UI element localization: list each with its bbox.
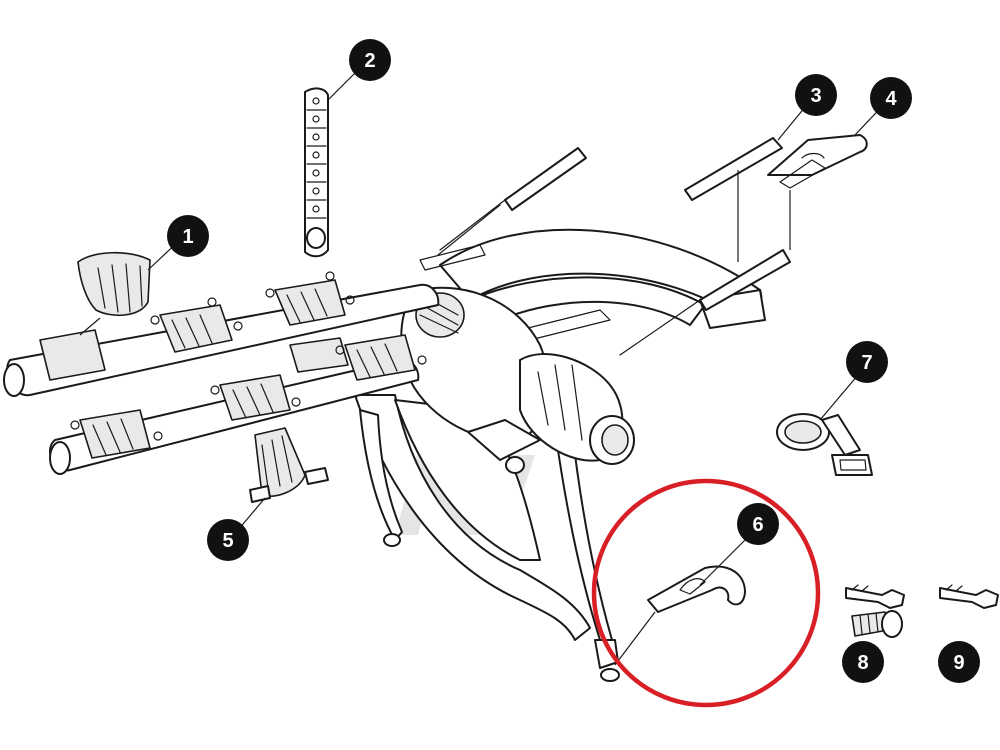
part-2-ratchet-strap xyxy=(304,59,369,258)
part-9-key xyxy=(939,584,999,609)
part-8-keys-and-lock xyxy=(845,584,905,638)
callout-9-number: 9 xyxy=(953,652,964,674)
callout-3-number: 3 xyxy=(810,85,821,107)
callout-5-badge: 5 xyxy=(207,519,249,561)
callout-8-number: 8 xyxy=(857,652,868,674)
part-1-cradle xyxy=(77,237,183,336)
callout-1-badge: 1 xyxy=(167,215,209,257)
callout-5-circle xyxy=(207,519,249,561)
part-6-clip xyxy=(614,539,746,666)
callout-4-circle xyxy=(870,77,912,119)
callout-8-circle xyxy=(842,641,884,683)
callout-1-circle xyxy=(167,215,209,257)
callout-9-badge: 9 xyxy=(938,641,980,683)
callout-badges: 1 2 3 4 5 6 7 8 9 xyxy=(167,39,980,683)
rack-main-frame xyxy=(354,147,791,682)
callout-7-circle xyxy=(846,341,888,383)
callout-6-badge: 6 xyxy=(737,503,779,545)
callout-6-number: 6 xyxy=(752,514,763,536)
callout-3-circle xyxy=(795,74,837,116)
callout-1-number: 1 xyxy=(182,226,193,248)
part-7-strap-roll xyxy=(776,374,873,476)
callout-2-number: 2 xyxy=(364,50,375,72)
callout-9-circle xyxy=(938,641,980,683)
callout-4-number: 4 xyxy=(885,88,897,110)
callout-4-badge: 4 xyxy=(870,77,912,119)
callout-5-number: 5 xyxy=(222,530,233,552)
callout-3-badge: 3 xyxy=(795,74,837,116)
callout-8-badge: 8 xyxy=(842,641,884,683)
bike-arms xyxy=(3,271,440,475)
part-4-hook xyxy=(767,97,891,250)
callout-2-badge: 2 xyxy=(349,39,391,81)
callout-6-circle xyxy=(737,503,779,545)
callout-7-badge: 7 xyxy=(846,341,888,383)
callout-2-circle xyxy=(349,39,391,81)
highlight-circle xyxy=(591,478,821,708)
callout-7-number: 7 xyxy=(861,352,872,374)
part-3-foam-pad xyxy=(684,94,816,262)
part-5-end-cap xyxy=(237,427,329,531)
